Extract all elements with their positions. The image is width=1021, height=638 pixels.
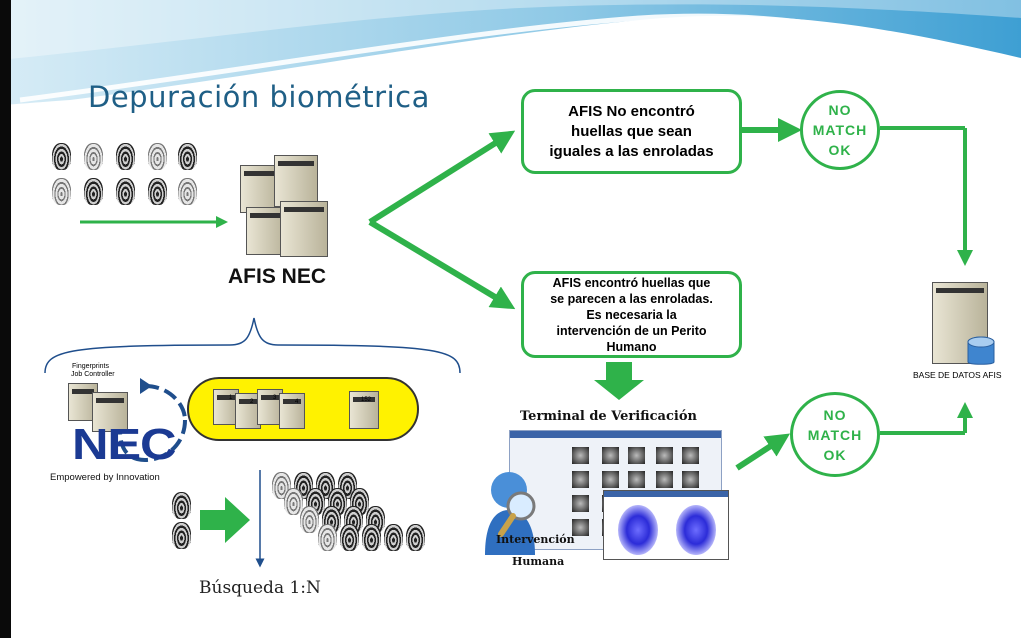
intervention-label-2: Humana [512, 555, 565, 568]
left-border [0, 0, 11, 638]
fingerprint-icon [52, 143, 71, 170]
no-match-box: AFIS No encontró huellas que sean iguale… [521, 89, 742, 174]
fingerprint-icon [84, 178, 103, 205]
no-match-ok-circle-top: NO MATCH OK [800, 90, 880, 170]
fingerprint-input-group [50, 140, 205, 210]
fingerprint-icon [406, 524, 425, 551]
server-icon [274, 155, 318, 207]
database-label: BASE DE DATOS AFIS [913, 370, 1002, 380]
fingerprint-icon [178, 178, 197, 205]
down-arrow [594, 362, 644, 400]
fork-arrow-bottom [368, 219, 516, 310]
cycle-arrows-icon [118, 384, 187, 462]
server-icon [246, 207, 286, 255]
fingerprint-icon [116, 143, 135, 170]
fork-arrow-top [368, 130, 516, 225]
fingerprint-icon [384, 524, 403, 551]
match-box: AFIS encontró huellas que se parecen a l… [521, 271, 742, 358]
server-icon [279, 393, 305, 429]
fingerprint-icon [52, 178, 71, 205]
server-farm-pill: 1 2 3 4 152 [187, 377, 419, 441]
intervention-label-1: Intervención [496, 533, 575, 546]
fingerprint-icon [116, 178, 135, 205]
fingerprint-icon [362, 524, 381, 551]
fingerprint-icon [148, 178, 167, 205]
arrow-terminal-to-circle [735, 433, 791, 471]
fingerprint-icon [84, 143, 103, 170]
server-icon [257, 389, 283, 425]
server-icon [280, 201, 328, 257]
fingerprint-icon [284, 488, 303, 515]
server-icon [349, 391, 379, 429]
database-icon [928, 282, 998, 370]
fingerprint-icon [318, 524, 337, 551]
server-icon [92, 392, 128, 432]
nec-logo: NEC [72, 420, 177, 469]
server-icon [213, 389, 239, 425]
fingerprint-icon [172, 492, 191, 519]
brace [44, 317, 461, 374]
controller-label-1: Fingerprints [72, 363, 109, 370]
fingerprint-icon [148, 143, 167, 170]
search-label: Búsqueda 1:N [199, 578, 321, 598]
fingerprint-icon [340, 524, 359, 551]
no-match-ok-circle-bottom: NO MATCH OK [790, 392, 880, 477]
fingerprint-icon [178, 143, 197, 170]
slide-title: Depuración biométrica [88, 80, 430, 114]
afis-nec-label: AFIS NEC [228, 265, 327, 288]
nec-tagline: Empowered by Innovation [50, 472, 160, 483]
fingerprint-database-stack [270, 472, 440, 564]
controller-label-2: Job Controller [71, 371, 115, 378]
fingerprint-compare-window [603, 490, 729, 560]
server-icon [240, 165, 280, 213]
header-wave [0, 0, 1021, 105]
afis-server-cluster [240, 155, 340, 260]
fingerprint-icon [300, 506, 319, 533]
magnifier-user-icon [485, 472, 536, 555]
terminal-title: Terminal de Verificación [520, 409, 697, 424]
fingerprint-icon [172, 522, 191, 549]
search-arrow [200, 497, 250, 543]
